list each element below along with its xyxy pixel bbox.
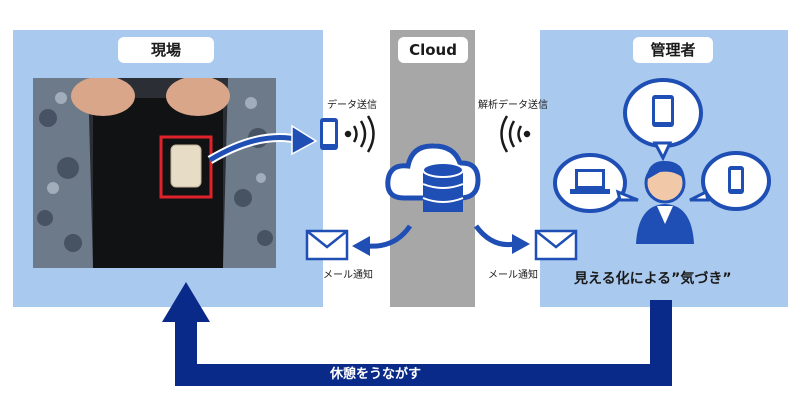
cloud-to-left-mail-arrow <box>367 224 413 249</box>
smartphone-icon <box>320 118 338 150</box>
encourage-rest-arrow <box>175 300 672 386</box>
cloud-database-icon <box>385 143 481 212</box>
tablet-bubble-icon <box>623 78 703 162</box>
sensor-highlight-frame <box>159 135 213 199</box>
cloud-to-left-mail-arrowhead <box>352 236 370 256</box>
analysis-data-send-label: 解析データ送信 <box>478 100 548 111</box>
sensor-to-phone-arrowhead <box>291 124 318 156</box>
awareness-label: 見える化による”気づき” <box>574 271 732 287</box>
encourage-rest-arrowhead <box>162 282 210 322</box>
data-send-label: データ送信 <box>327 100 377 111</box>
admin-panel-title: 管理者 <box>633 37 713 63</box>
signal-waves-right-icon <box>500 115 531 153</box>
cloud-to-right-mail-arrow <box>473 224 516 248</box>
signal-waves-icon <box>344 115 375 153</box>
mail-notification-left-label: メール通知 <box>323 270 373 281</box>
mail-notification-right-label: メール通知 <box>488 270 538 281</box>
worker-photo <box>33 78 276 268</box>
mail-left-icon <box>305 229 349 261</box>
sensor-device-icon <box>170 144 202 188</box>
encourage-rest-label: 休憩をうながす <box>330 367 422 382</box>
cloud-panel-title: Cloud <box>398 37 468 63</box>
site-panel-title: 現場 <box>118 37 214 63</box>
laptop-bubble-icon <box>553 153 639 213</box>
mail-right-icon <box>534 229 578 261</box>
phone-bubble-icon <box>689 151 771 211</box>
administrator-person-icon <box>636 160 694 244</box>
cloud-to-right-mail-arrowhead <box>512 234 530 254</box>
